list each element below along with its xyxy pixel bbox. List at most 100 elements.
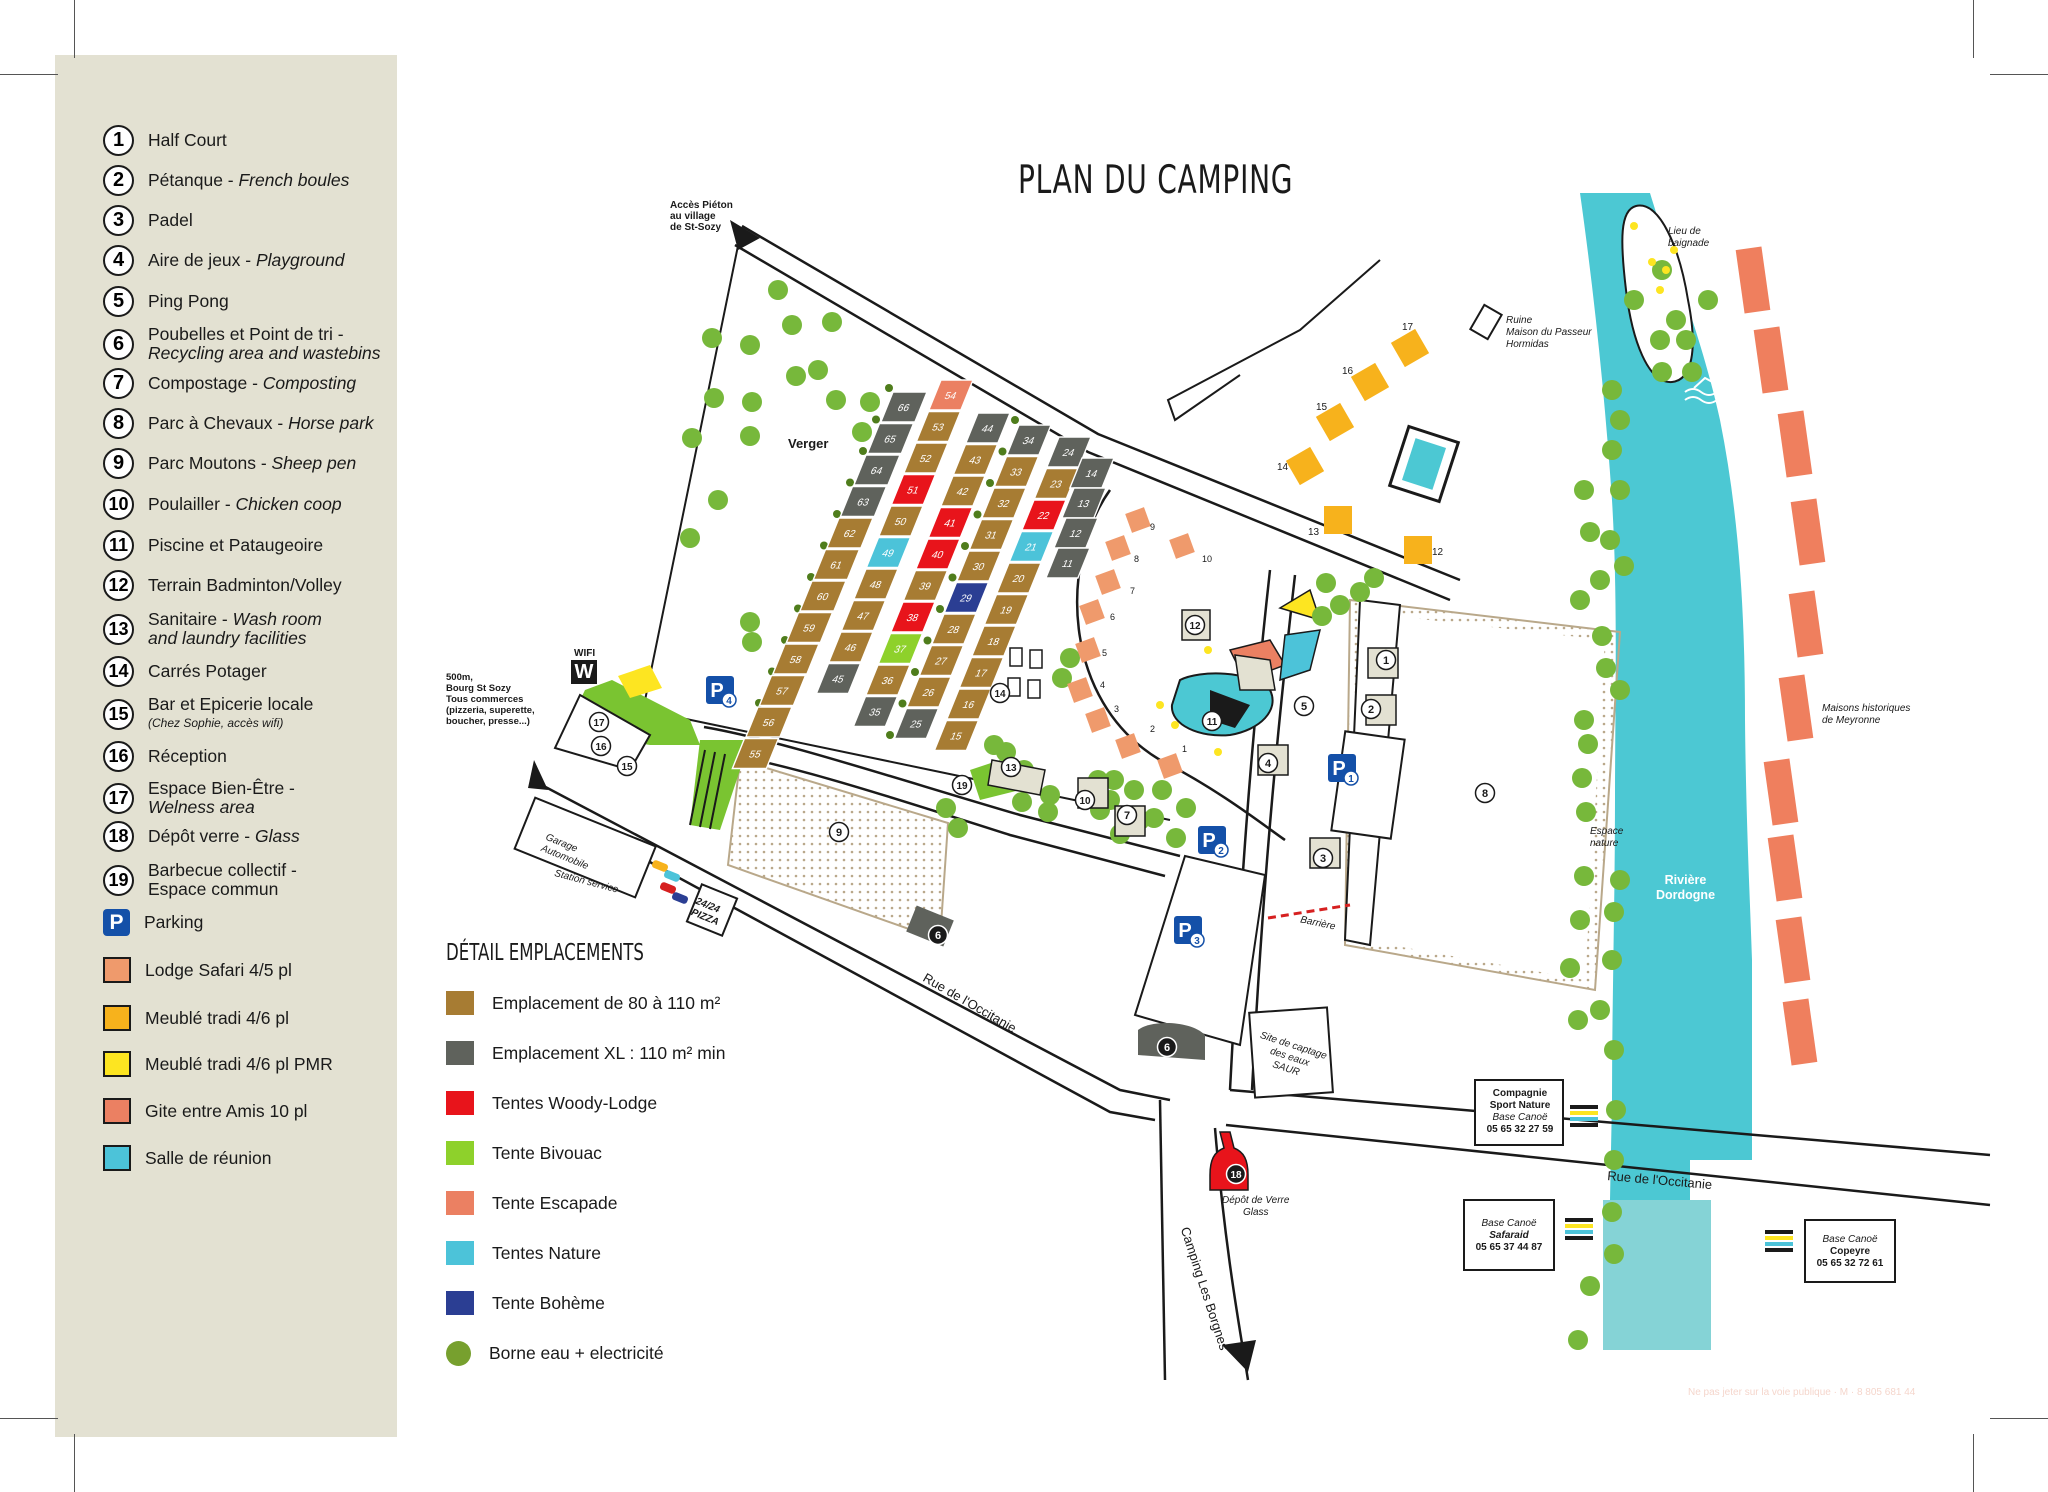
tree [1604,1244,1624,1264]
marker-number: 11 [1207,717,1218,728]
tree [1682,362,1702,382]
detail-text: Emplacement de 80 à 110 m² [492,992,721,1013]
pitch-63: 63 [839,485,888,518]
pitch-59: 59 [785,611,834,644]
tree [1602,1202,1622,1222]
lieu-line: Lieu de [1668,226,1701,237]
historic-house [1763,758,1799,826]
tree [1578,734,1598,754]
borne-eau [820,541,828,550]
legend-number: 18 [103,821,134,852]
pitch-25: 25 [893,707,940,740]
marker-number: 6 [1164,1042,1170,1054]
copeyre-label: Base Canoë Copeyre 05 65 32 72 61 [1810,1234,1890,1270]
tree [708,490,728,510]
lodge-number: 9 [1150,522,1155,532]
tree [1606,1100,1626,1120]
legend-number: 1 [103,125,134,156]
historic-house [1775,916,1811,984]
tree [1124,780,1144,800]
map-marker-2: 2 [1360,698,1382,720]
borne-eau [872,415,880,424]
pitch-shape [902,569,949,602]
legend-number: 8 [103,408,134,439]
legend-label: Réception [148,746,227,766]
pitch-29: 29 [943,581,990,614]
maisons-label: Maisons historiques de Meyronne [1822,703,1910,727]
pitch-shape [798,580,848,612]
lodge-1 [1157,753,1183,779]
marker-number: 8 [1482,788,1488,800]
sun-umbrella [1670,246,1678,254]
legend-text: Piscine et Pataugeoire [148,536,323,555]
legend-text: Aire de jeux - Playground [148,251,345,270]
legend-number: 7 [103,368,134,399]
tree [1330,595,1350,615]
pitch-number: 39 [917,582,933,593]
sun-umbrella [1630,222,1638,230]
lodge-9 [1125,507,1151,533]
pitch-shape [983,593,1030,626]
legend-label-en: Horse park [288,413,374,433]
pitch-shape [902,442,950,474]
legend-line: Bar et Epicerie locale [148,695,313,714]
tree [1576,802,1596,822]
marker-circle [1156,1036,1178,1058]
marker-circle [616,755,638,777]
copeyre-line: 05 65 32 72 61 [1816,1258,1884,1269]
safaraid-line: 05 65 37 44 87 [1475,1242,1543,1253]
borne-eau [1011,416,1019,424]
pitch-number: 15 [948,732,964,743]
map-marker-4: 4 [1257,752,1279,774]
acces-line: Accès Piéton [670,200,733,211]
pitch-number: 16 [961,700,977,711]
map-marker-14: 14 [989,682,1011,704]
pitch-30: 30 [955,550,1003,582]
pitch-number: 57 [774,687,790,698]
legend-label-en: and laundry facilities [148,628,307,648]
compagnie-line: Sport Nature [1489,1100,1551,1111]
detail-swatch [446,1091,474,1115]
pool-building-b [1279,629,1321,682]
lodge-5 [1075,637,1101,663]
legend-label: Espace Bien-Être - [148,778,295,798]
detail-item-4: Tente Escapade [446,1191,618,1215]
legend-type-4: Salle de réunion [103,1145,271,1171]
legend-text: Dépôt verre - Glass [148,827,300,846]
lodge-7 [1095,569,1121,595]
detail-text: Emplacement XL : 110 m² min [492,1042,726,1063]
borne-eau [961,542,969,550]
safaraid-label: Base Canoë Safaraid 05 65 37 44 87 [1468,1218,1550,1254]
lodge-8 [1105,535,1131,561]
pitch-shape [866,422,915,455]
pitch-number: 66 [896,403,912,414]
bourg-label: 500m, Bourg St Sozy Tous commerces (pizz… [446,672,535,727]
pitch-number: 56 [761,718,777,729]
footnote: Ne pas jeter sur la voie publique · M · … [1688,1387,1916,1398]
parking-number: 2 [1218,846,1224,857]
tree [1574,866,1594,886]
pitch-shape [918,644,965,677]
tree [1176,798,1196,818]
kayaks [1565,1105,1793,1252]
tree [1570,590,1590,610]
pitch-number: 45 [830,675,846,686]
legend-label: Barbecue collectif - [148,860,297,880]
legend-text: Carrés Potager [148,662,267,681]
pitch-55: 55 [731,737,780,770]
detail-item-0: Emplacement de 80 à 110 m² [446,991,720,1015]
map-marker-6: 6 [927,924,949,946]
sun-umbrella [1204,646,1212,654]
pitch-shape [879,391,929,423]
espace-nature-label: Espace nature [1590,826,1623,850]
pitch-shape [877,505,925,537]
legend-line: Padel [148,211,193,230]
borne-eau [986,479,994,487]
map-marker-6: 6 [1156,1036,1178,1058]
legend-label-en: Recycling area and wastebins [148,343,381,363]
safaraid-box [1463,1199,1555,1271]
pitch-42: 42 [939,475,987,507]
detail-swatch [446,1341,471,1366]
